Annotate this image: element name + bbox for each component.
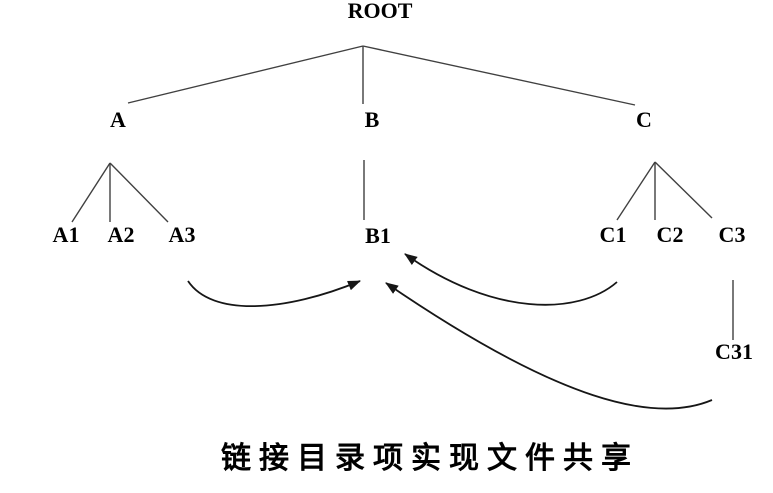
share-link-arrow-c31-b1 (385, 282, 713, 410)
tree-edge-a-a1 (71, 162, 111, 223)
tree-node-a2: A2 (107, 222, 135, 247)
tree-edge-c-c3 (654, 161, 713, 219)
tree-edge-a-a3 (109, 162, 169, 223)
tree-node-c31: C31 (715, 339, 753, 364)
tree-edge-root-a (127, 45, 364, 104)
tree-node-b: B (364, 107, 380, 132)
tree-edge-c-c1 (616, 161, 656, 221)
tree-node-b1: B1 (365, 223, 391, 248)
tree-node-c1: C1 (599, 222, 627, 247)
tree-node-a: A (110, 107, 126, 132)
tree-node-c2: C2 (656, 222, 684, 247)
tree-node-root: ROOT (347, 0, 413, 23)
tree-edges-group (71, 45, 734, 340)
tree-node-c: C (636, 107, 652, 132)
tree-edge-root-c (362, 45, 636, 106)
tree-node-a1: A1 (52, 222, 80, 247)
tree-node-a3: A3 (168, 222, 196, 247)
share-link-arrows-group (187, 253, 713, 410)
share-link-arrow-a3-b1 (187, 280, 361, 308)
share-link-arrow-c1-b1 (404, 253, 618, 306)
tree-node-c3: C3 (718, 222, 746, 247)
figure-caption: 链接目录项实现文件共享 (221, 442, 639, 475)
